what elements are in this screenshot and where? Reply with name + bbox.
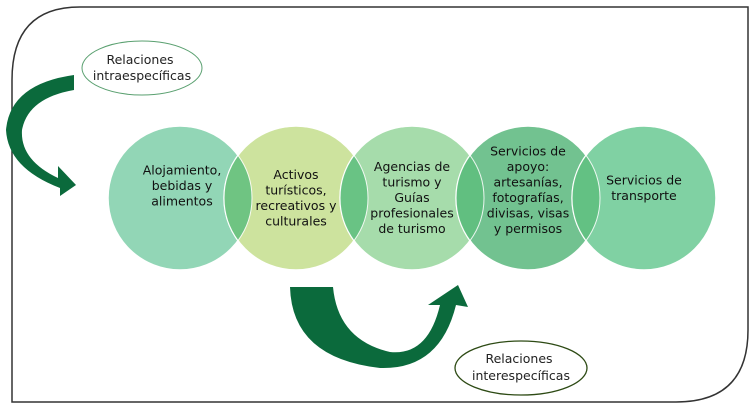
intraspecific-arrow: [6, 75, 76, 196]
intraspecific-label-ellipse: [81, 40, 203, 96]
interspecific-label: Relaciones interespecíficas: [472, 351, 570, 383]
circle-overlap: [339, 154, 369, 242]
circle-overlap: [455, 154, 485, 242]
circle-overlap: [223, 154, 253, 242]
interspecific-label-ellipse: [454, 340, 588, 396]
interspecific-arrow: [290, 285, 468, 369]
circle-overlap: [571, 154, 601, 242]
intraspecific-label: Relaciones intraespecíficas: [93, 52, 191, 83]
